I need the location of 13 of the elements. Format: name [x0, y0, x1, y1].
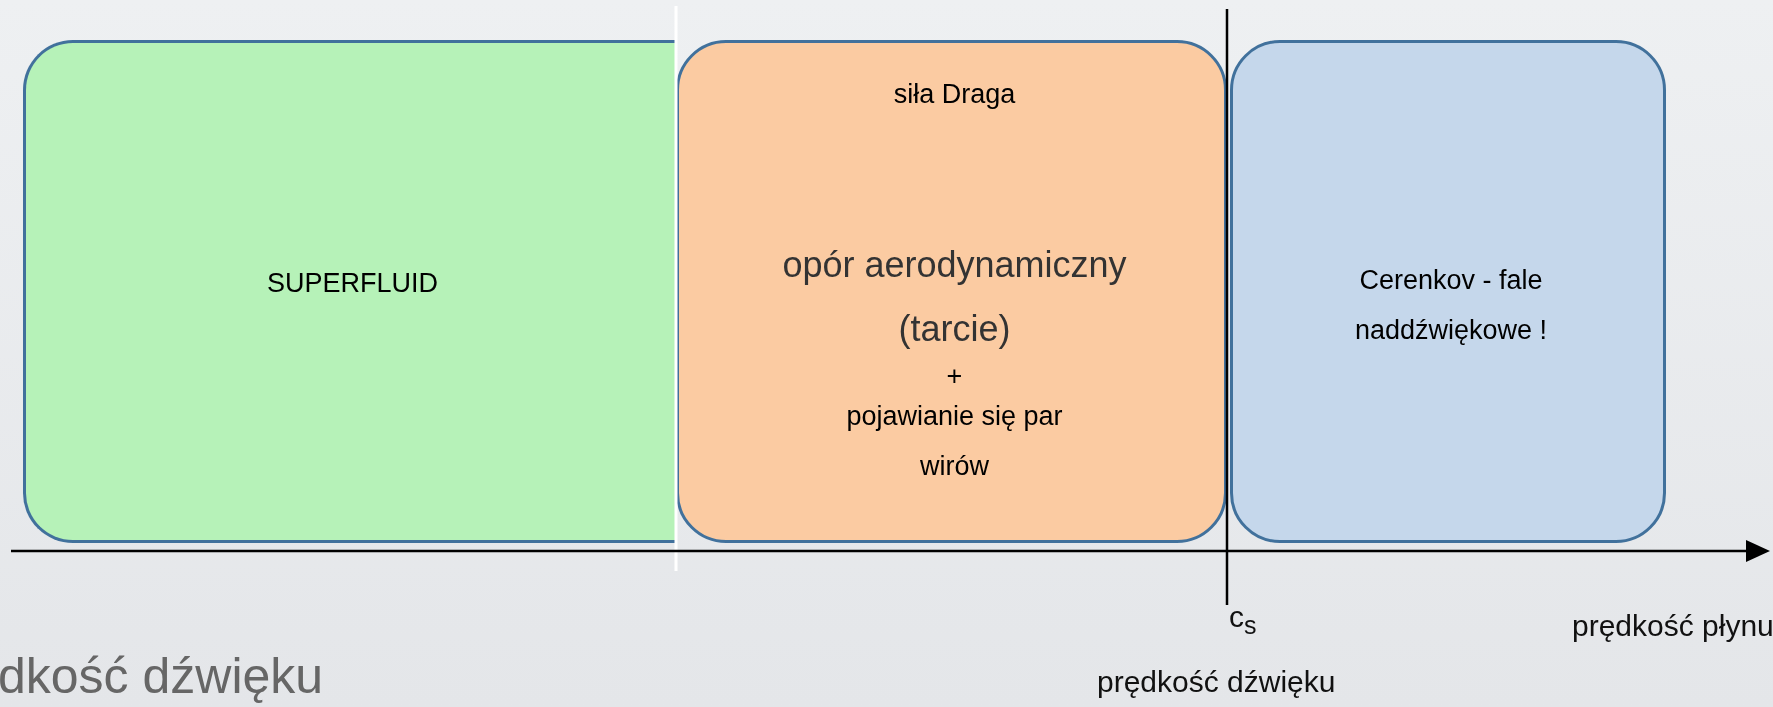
partial-heading: dkość dźwięku [0, 648, 324, 706]
region-text: opór aerodynamiczny (tarcie) [781, 243, 1128, 351]
region-box [676, 40, 1227, 543]
axis-annotation: prędkość dźwięku [1097, 665, 1336, 700]
region-text: Cerenkov - fale naddźwiękowe ! [1353, 264, 1549, 347]
region-text: pojawianie się par wirów [845, 400, 1064, 483]
region-text: + [945, 361, 964, 391]
axis-label: prędkość płynu [1572, 609, 1773, 644]
region-text: SUPERFLUID [266, 267, 439, 300]
region-box [1230, 40, 1666, 543]
region-box [23, 40, 676, 543]
heading: siła Draga [892, 78, 1017, 111]
axis-tick-label: c$_{s}$ [1229, 600, 1257, 640]
